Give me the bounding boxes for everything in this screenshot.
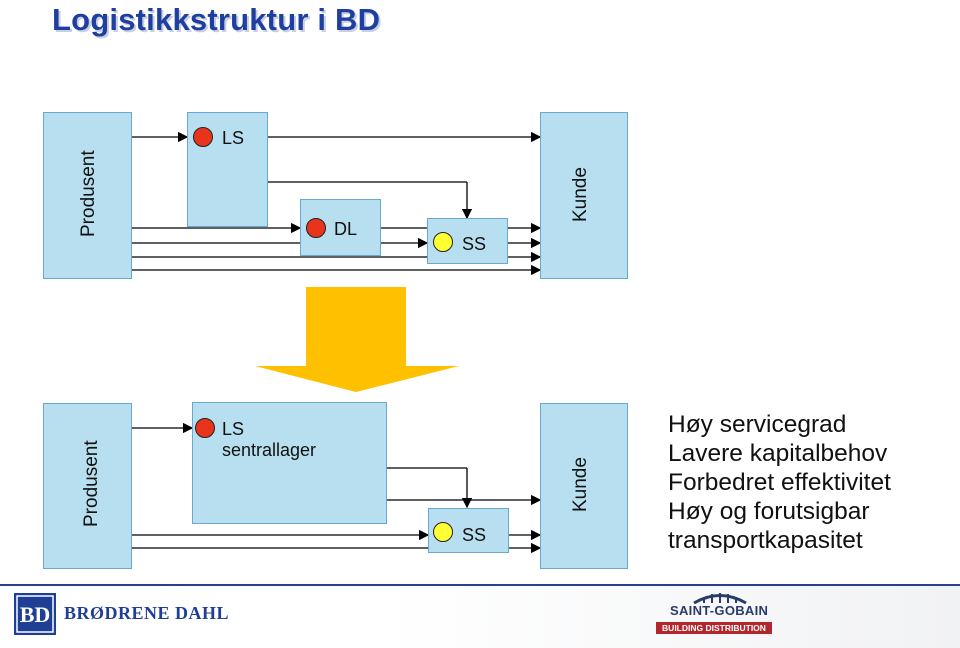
transition-arrow <box>255 287 459 392</box>
ss-node-bottom <box>433 522 453 542</box>
ss-node-top <box>433 232 453 252</box>
benefit-item: Høy og forutsigbar <box>668 498 870 525</box>
bd-logo-text: BRØDRENE DAHL <box>64 603 230 623</box>
benefit-item: Høy servicegrad <box>668 411 847 438</box>
saint-gobain-roof-icon <box>693 593 747 604</box>
kunde-label-top: Kunde <box>570 167 591 222</box>
saint-gobain-subtitle: BUILDING DISTRIBUTION <box>656 622 772 634</box>
ls-node-top <box>193 127 213 147</box>
bd-logo-icon: BD <box>14 593 56 635</box>
footer-divider <box>0 584 960 586</box>
produsent-label-bottom: Produsent <box>81 440 102 527</box>
ls-sentrallager-label-2: sentrallager <box>222 440 317 460</box>
benefit-item: Lavere kapitalbehov <box>668 440 888 467</box>
kunde-box-bottom <box>540 403 628 569</box>
produsent-label-top: Produsent <box>78 150 99 237</box>
kunde-label-bottom: Kunde <box>570 457 591 512</box>
dl-label: DL <box>334 219 358 239</box>
saint-gobain-logo-text: SAINT-GOBAIN <box>670 603 769 618</box>
ls-sentrallager-label-1: LS <box>222 419 245 439</box>
page-title: Logistikkstruktur i BD <box>52 2 381 37</box>
svg-text:BD: BD <box>20 602 51 627</box>
dl-node <box>306 218 326 238</box>
ls-sentrallager-node <box>195 418 215 438</box>
ls-label-top: LS <box>222 128 245 148</box>
kunde-box-top <box>540 112 628 279</box>
produsent-box-top <box>43 112 132 279</box>
benefit-item: Forbedret effektivitet <box>668 469 891 496</box>
ss-label-bottom: SS <box>462 525 487 545</box>
produsent-box-bottom <box>43 403 132 569</box>
ls-sentrallager-box <box>192 402 387 524</box>
benefit-item: transportkapasitet <box>668 527 863 554</box>
ss-label-top: SS <box>462 234 487 254</box>
footer <box>0 586 960 648</box>
benefits-list: Høy servicegrad Lavere kapitalbehov Forb… <box>668 410 891 555</box>
